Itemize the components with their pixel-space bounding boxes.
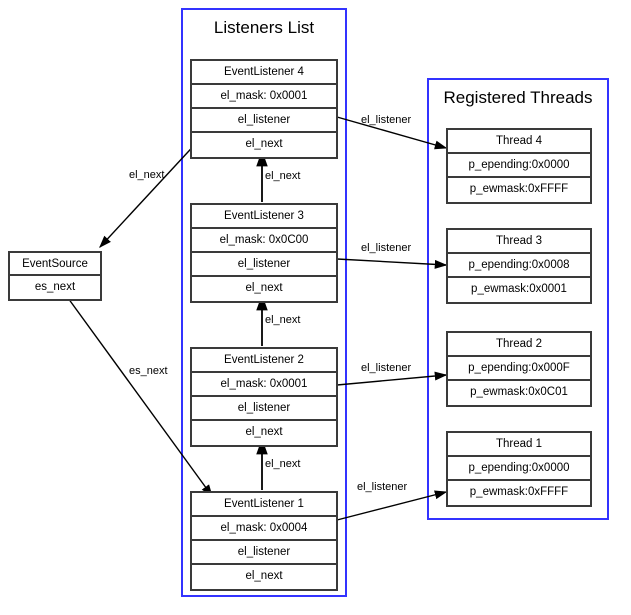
node-row-t3-title: Thread 3: [448, 230, 590, 254]
node-event-listener-4[interactable]: EventListener 4 el_mask: 0x0001 el_liste…: [190, 59, 338, 159]
node-row-el4-listener: el_listener: [192, 109, 336, 133]
node-event-listener-1[interactable]: EventListener 1 el_mask: 0x0004 el_liste…: [190, 491, 338, 591]
node-row-t4-title: Thread 4: [448, 130, 590, 154]
node-row-t1-ewmask: p_ewmask:0xFFFF: [448, 481, 590, 505]
node-row-t1-title: Thread 1: [448, 433, 590, 457]
edge-label-el2-next: el_next: [265, 314, 301, 326]
node-row-t2-epending: p_epending:0x000F: [448, 357, 590, 381]
node-thread-2[interactable]: Thread 2 p_epending:0x000F p_ewmask:0x0C…: [446, 331, 592, 407]
node-row-el2-next: el_next: [192, 421, 336, 445]
node-row-el1-listener: el_listener: [192, 541, 336, 565]
node-event-listener-3[interactable]: EventListener 3 el_mask: 0x0C00 el_liste…: [190, 203, 338, 303]
edge-label-el3-listener: el_listener: [361, 242, 412, 254]
node-row-t2-title: Thread 2: [448, 333, 590, 357]
group-title-registered-threads: Registered Threads: [443, 88, 593, 107]
node-event-source[interactable]: EventSource es_next: [8, 251, 102, 301]
node-row-event-source-es-next: es_next: [10, 276, 100, 299]
group-title-listeners-list: Listeners List: [213, 18, 315, 37]
node-row-el3-listener: el_listener: [192, 253, 336, 277]
node-row-el2-listener: el_listener: [192, 397, 336, 421]
node-row-t1-epending: p_epending:0x0000: [448, 457, 590, 481]
edge-label-el4-listener: el_listener: [361, 114, 412, 126]
node-row-event-source-title: EventSource: [10, 253, 100, 276]
node-row-el2-title: EventListener 2: [192, 349, 336, 373]
node-row-el3-next: el_next: [192, 277, 336, 301]
node-row-t4-ewmask: p_ewmask:0xFFFF: [448, 178, 590, 202]
node-row-el4-title: EventListener 4: [192, 61, 336, 85]
node-thread-3[interactable]: Thread 3 p_epending:0x0008 p_ewmask:0x00…: [446, 228, 592, 304]
node-row-t3-ewmask: p_ewmask:0x0001: [448, 278, 590, 302]
node-thread-1[interactable]: Thread 1 p_epending:0x0000 p_ewmask:0xFF…: [446, 431, 592, 507]
node-row-el1-title: EventListener 1: [192, 493, 336, 517]
node-row-t2-ewmask: p_ewmask:0x0C01: [448, 381, 590, 405]
edge-label-el3-next: el_next: [265, 170, 301, 182]
edge-label-es-next: es_next: [129, 365, 168, 377]
node-row-el4-next: el_next: [192, 133, 336, 157]
node-row-el1-mask: el_mask: 0x0004: [192, 517, 336, 541]
node-row-el3-title: EventListener 3: [192, 205, 336, 229]
edge-label-el1-listener: el_listener: [357, 481, 408, 493]
node-row-el4-mask: el_mask: 0x0001: [192, 85, 336, 109]
node-thread-4[interactable]: Thread 4 p_epending:0x0000 p_ewmask:0xFF…: [446, 128, 592, 204]
group-box-registered-threads: [427, 78, 609, 520]
node-row-el2-mask: el_mask: 0x0001: [192, 373, 336, 397]
edge-label-el1-next: el_next: [265, 458, 301, 470]
node-row-el1-next: el_next: [192, 565, 336, 589]
edge-label-el2-listener: el_listener: [361, 362, 412, 374]
node-event-listener-2[interactable]: EventListener 2 el_mask: 0x0001 el_liste…: [190, 347, 338, 447]
node-row-t4-epending: p_epending:0x0000: [448, 154, 590, 178]
node-row-t3-epending: p_epending:0x0008: [448, 254, 590, 278]
node-row-el3-mask: el_mask: 0x0C00: [192, 229, 336, 253]
edge-label-el4-next: el_next: [129, 169, 165, 181]
